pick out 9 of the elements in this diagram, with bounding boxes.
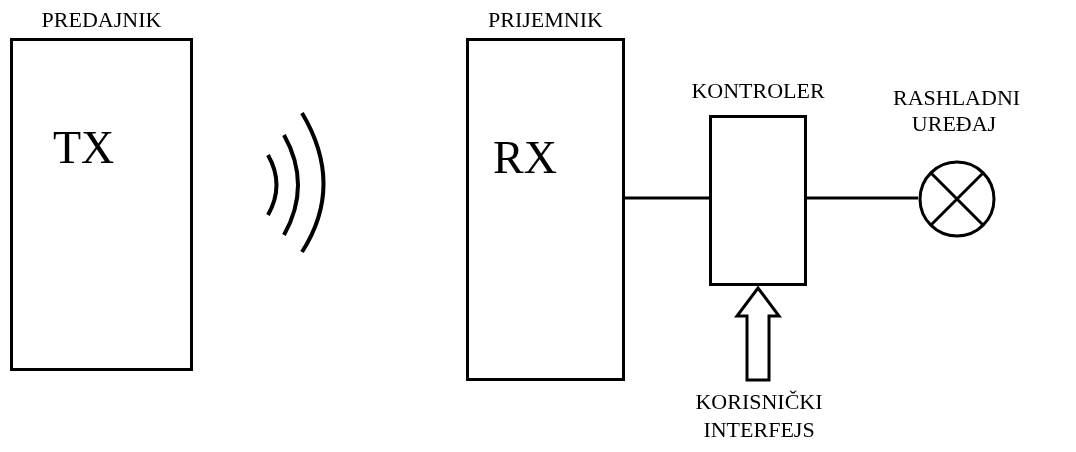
input-arrow — [734, 285, 782, 382]
block-heading: PREDAJNIK — [40, 7, 163, 33]
block-label: RX — [493, 133, 557, 183]
connection-line — [625, 196, 709, 200]
block-label: TX — [53, 123, 115, 173]
connection-line — [807, 196, 918, 200]
block-heading: KONTROLER — [690, 78, 826, 104]
block-heading: PRIJEMNIK — [487, 7, 604, 33]
user-interface-label: KORISNIČKI INTERFEJS — [694, 388, 824, 444]
